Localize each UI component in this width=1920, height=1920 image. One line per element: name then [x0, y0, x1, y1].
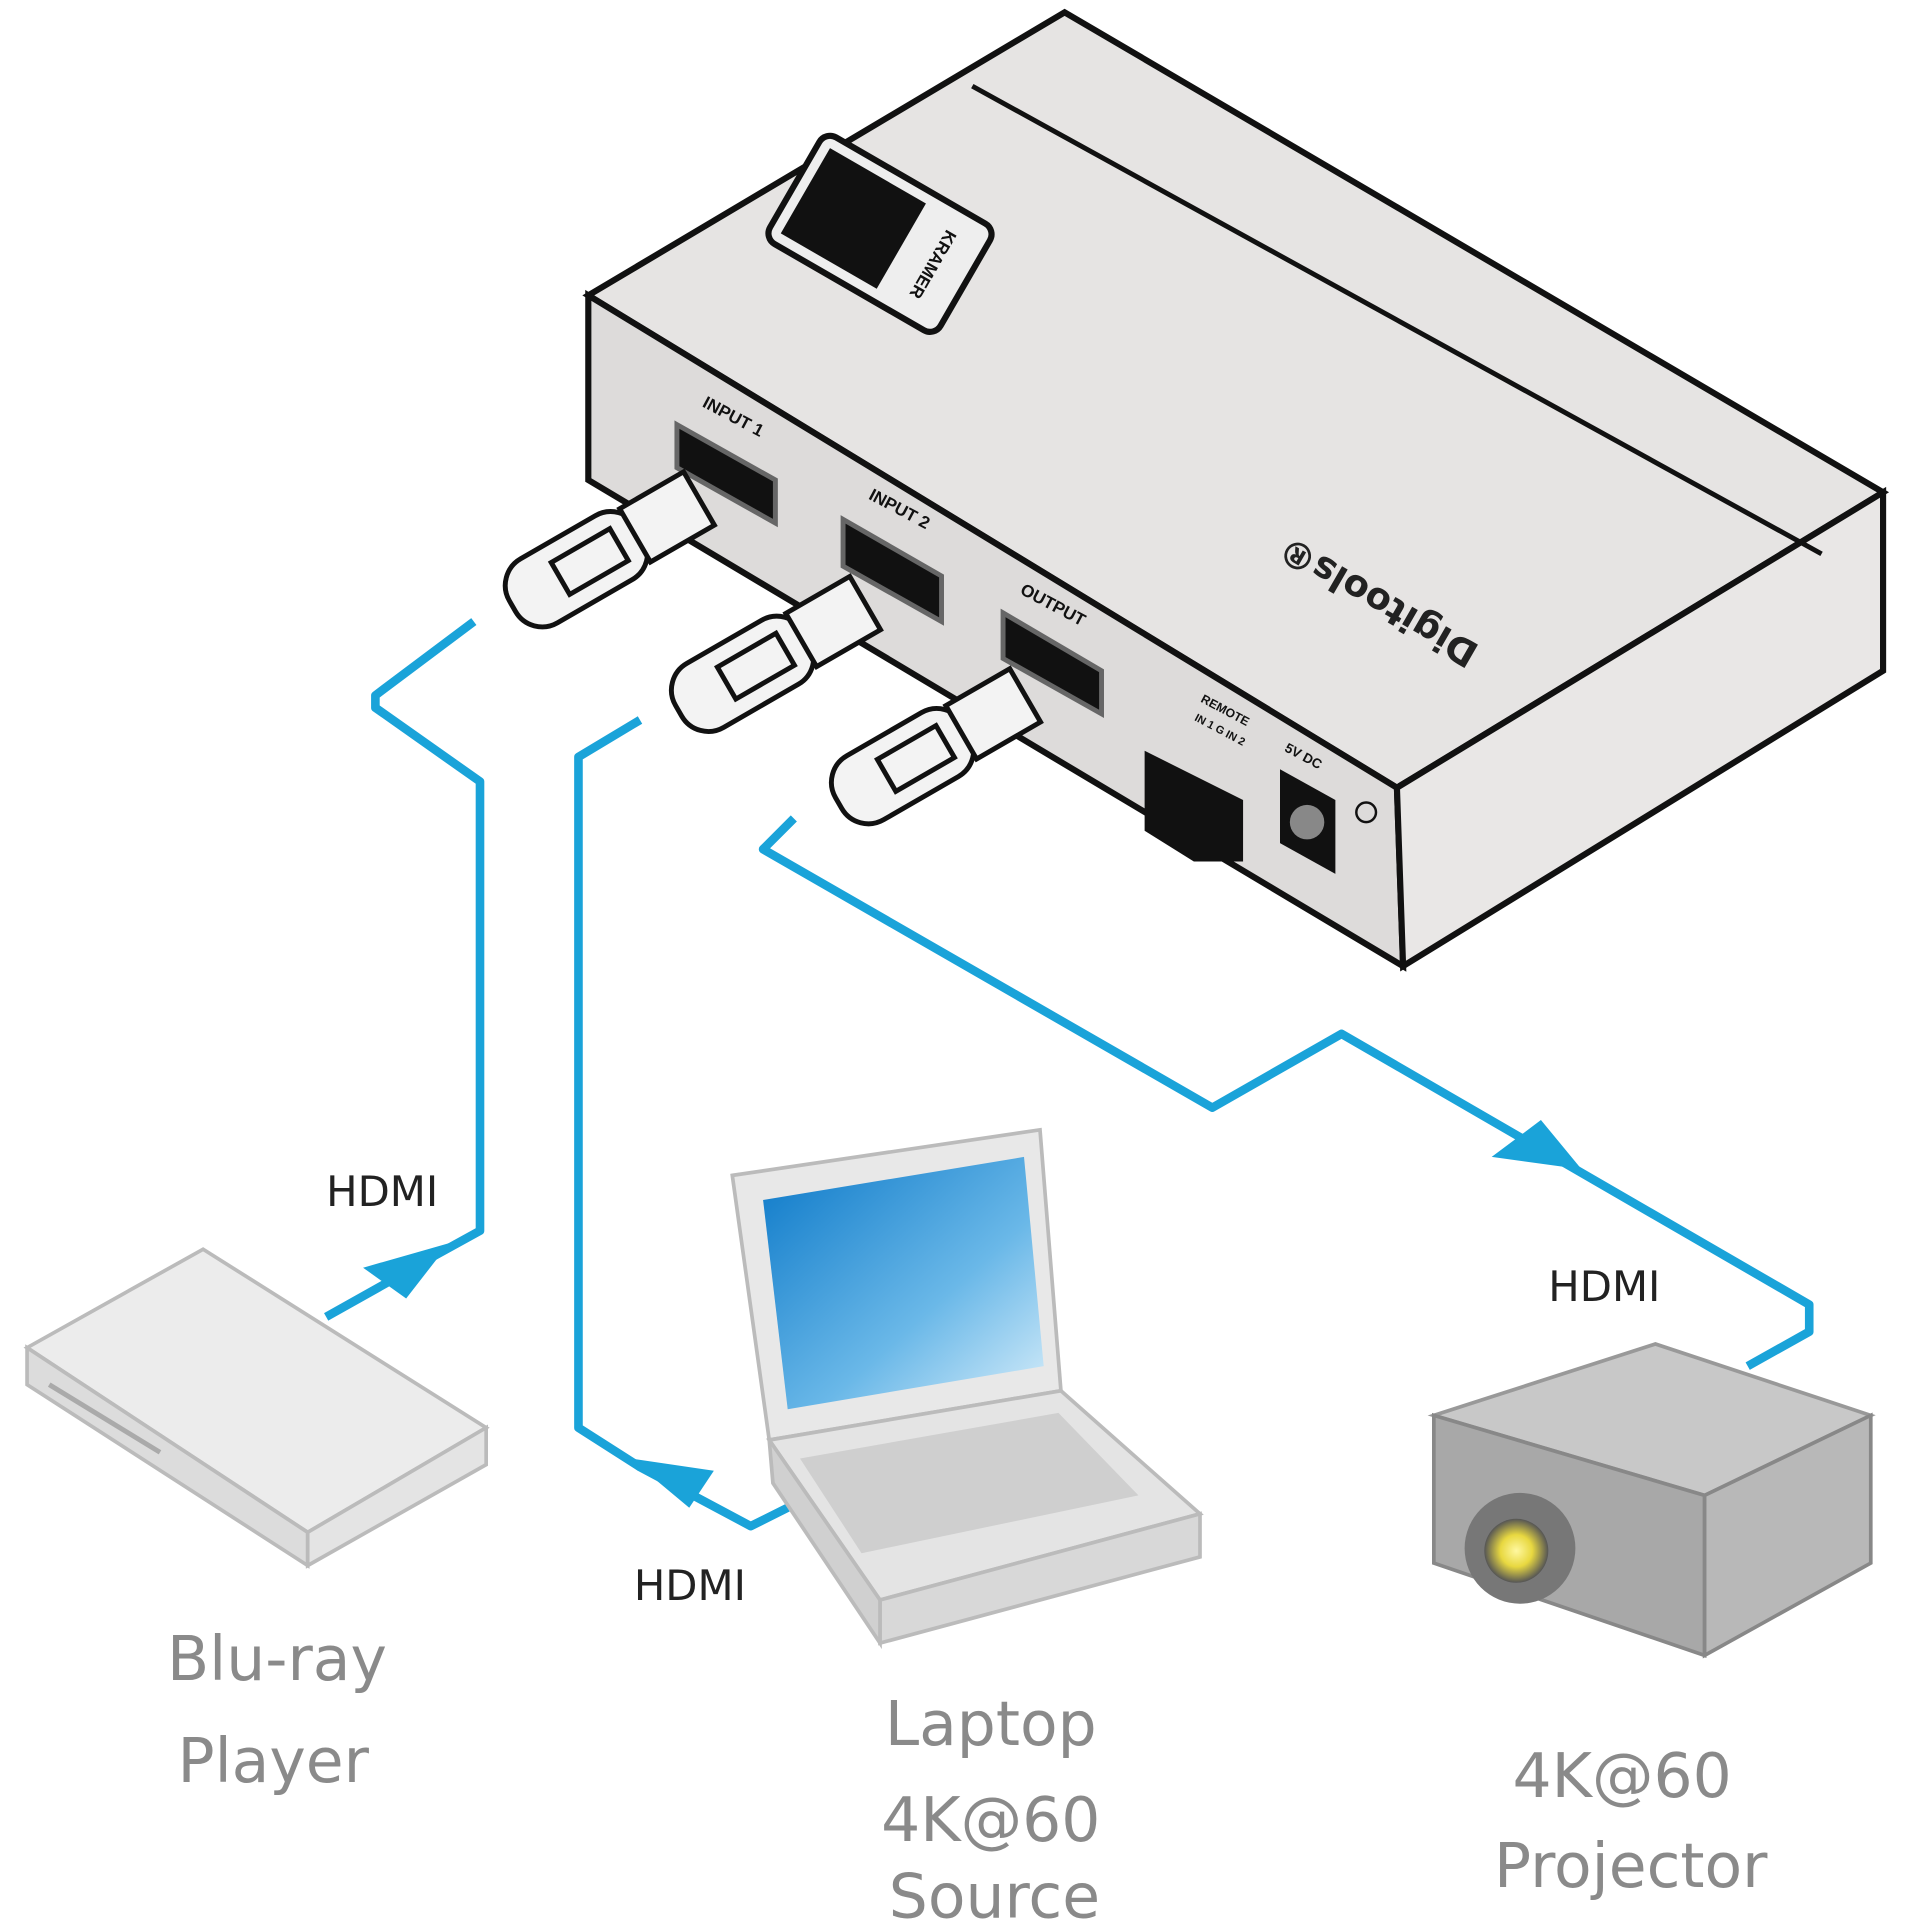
laptop-caption-2: 4K@60: [881, 1784, 1100, 1856]
hdmi-label-projector: HDMI: [1548, 1262, 1660, 1311]
bluray-player: [23, 1247, 490, 1569]
cable-input1: [371, 618, 485, 1262]
cable-input2: [574, 716, 790, 1531]
arrow-icon: [630, 1458, 714, 1508]
projector-caption-2: Projector: [1494, 1830, 1768, 1902]
hdmi-plugs: [502, 468, 1044, 827]
power-led-icon: [1355, 801, 1378, 824]
arrow-icon: [363, 1243, 450, 1299]
projector-caption: 4K@60: [1513, 1740, 1732, 1812]
laptop: [730, 1127, 1204, 1650]
cable-output: [758, 815, 1814, 1370]
switcher-device: KRAMER Digitools® INPUT 1 INPUT 2 OUTPUT…: [582, 8, 1890, 972]
cables: [324, 618, 1814, 1531]
bluray-caption-2: Player: [178, 1725, 370, 1797]
hdmi-label-bluray: HDMI: [326, 1167, 438, 1216]
kramer-logo: KRAMER: [765, 132, 995, 335]
projector: [1427, 1342, 1876, 1659]
laptop-caption-3: Source: [889, 1861, 1100, 1920]
hdmi-label-laptop: HDMI: [634, 1561, 746, 1610]
bluray-caption: Blu-ray: [167, 1623, 387, 1695]
arrow-icon: [1491, 1120, 1582, 1170]
laptop-caption: Laptop: [885, 1688, 1097, 1760]
